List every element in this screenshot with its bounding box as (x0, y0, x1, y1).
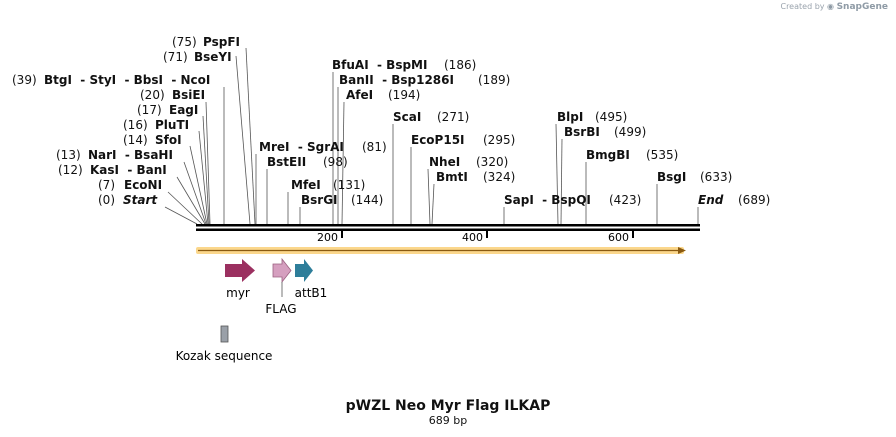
site-pos: (81) (362, 140, 387, 154)
ruler-label-600: 600 (608, 231, 629, 244)
plasmid-length: 689 bp (428, 414, 468, 427)
site-name[interactable]: SapI - BspQI (504, 193, 591, 207)
site-pos: (495) (595, 110, 627, 124)
snapgene-credit: Created by ◉ SnapGene (780, 2, 888, 12)
site-name[interactable]: BstEII (267, 155, 306, 169)
ruler-label-400: 400 (462, 231, 483, 244)
site-name[interactable]: BsrBI (564, 125, 600, 139)
site-pos: (499) (614, 125, 646, 139)
feature-label-flag: FLAG (265, 302, 296, 316)
snapgene-logo-icon: ◉ (827, 2, 835, 11)
site-name[interactable]: BfuAI - BspMI (332, 58, 427, 72)
site-pos: (144) (351, 193, 383, 207)
site-pos: (98) (323, 155, 348, 169)
feature-label-kozak: Kozak sequence (176, 349, 273, 363)
site-pos: (75) (172, 35, 197, 49)
site-name[interactable]: NarI - BsaHI (88, 148, 173, 162)
site-pos: (39) (12, 73, 37, 87)
end-label: End (698, 193, 724, 207)
site-name[interactable]: EcoP15I (411, 133, 465, 147)
site-name[interactable]: MreI - SgrAI (259, 140, 344, 154)
site-pos: (14) (123, 133, 148, 147)
site-name[interactable]: PluTI (155, 118, 189, 132)
credit-brand: SnapGene (836, 2, 888, 12)
site-name[interactable]: PspFI (203, 35, 240, 49)
site-pos: (12) (58, 163, 83, 177)
site-pos: (633) (700, 170, 732, 184)
site-name[interactable]: BsrGI (301, 193, 338, 207)
site-name[interactable]: BanII - Bsp1286I (339, 73, 454, 87)
site-pos: (689) (738, 193, 770, 207)
kozak-feature-box[interactable] (220, 325, 229, 343)
site-pos: (295) (483, 133, 515, 147)
site-name[interactable]: BseYI (194, 50, 232, 64)
site-pos: (13) (56, 148, 81, 162)
site-pos: (194) (388, 88, 420, 102)
site-name[interactable]: NheI (429, 155, 460, 169)
site-name[interactable]: BmgBI (586, 148, 630, 162)
site-pos: (423) (609, 193, 641, 207)
site-leaders (164, 47, 699, 225)
site-pos: (186) (444, 58, 476, 72)
ruler-label-200: 200 (317, 231, 338, 244)
site-pos: (7) (98, 178, 115, 192)
site-name[interactable]: BsgI (657, 170, 686, 184)
attb1-feature-arrow[interactable] (295, 259, 313, 282)
feature-label-myr: myr (226, 286, 250, 300)
site-pos: (320) (476, 155, 508, 169)
site-name[interactable]: ScaI (393, 110, 421, 124)
site-pos: (71) (163, 50, 188, 64)
site-pos: (20) (140, 88, 165, 102)
site-pos: (535) (646, 148, 678, 162)
site-name[interactable]: AfeI (346, 88, 373, 102)
site-name[interactable]: EcoNI (124, 178, 162, 192)
site-pos: (324) (483, 170, 515, 184)
flag-feature-arrow[interactable] (272, 257, 292, 284)
site-pos: (17) (137, 103, 162, 117)
myr-feature-arrow[interactable] (225, 259, 255, 282)
site-pos: (131) (333, 178, 365, 192)
credit-prefix: Created by (780, 2, 825, 11)
site-name[interactable]: EagI (169, 103, 198, 117)
site-name[interactable]: BmtI (436, 170, 468, 184)
plasmid-title: pWZL Neo Myr Flag ILKAP (345, 398, 551, 414)
site-name[interactable]: SfoI (155, 133, 182, 147)
site-name[interactable]: BsiEI (172, 88, 205, 102)
backbone-top-strand (196, 224, 700, 227)
site-pos: (271) (437, 110, 469, 124)
start-label: Start (123, 193, 158, 207)
backbone-bottom-strand (196, 228, 700, 231)
site-pos: (0) (98, 193, 115, 207)
orf-bar (196, 247, 686, 254)
site-pos: (189) (478, 73, 510, 87)
ruler: 200 400 600 (317, 231, 634, 244)
site-name[interactable]: KasI - BanI (90, 163, 167, 177)
orf-arrow-icon (678, 247, 686, 254)
feature-label-attb1: attB1 (295, 286, 328, 300)
site-name[interactable]: MfeI (291, 178, 321, 192)
site-name[interactable]: BlpI (557, 110, 583, 124)
site-name[interactable]: BtgI - StyI - BbsI - NcoI (44, 73, 210, 87)
site-pos: (16) (123, 118, 148, 132)
